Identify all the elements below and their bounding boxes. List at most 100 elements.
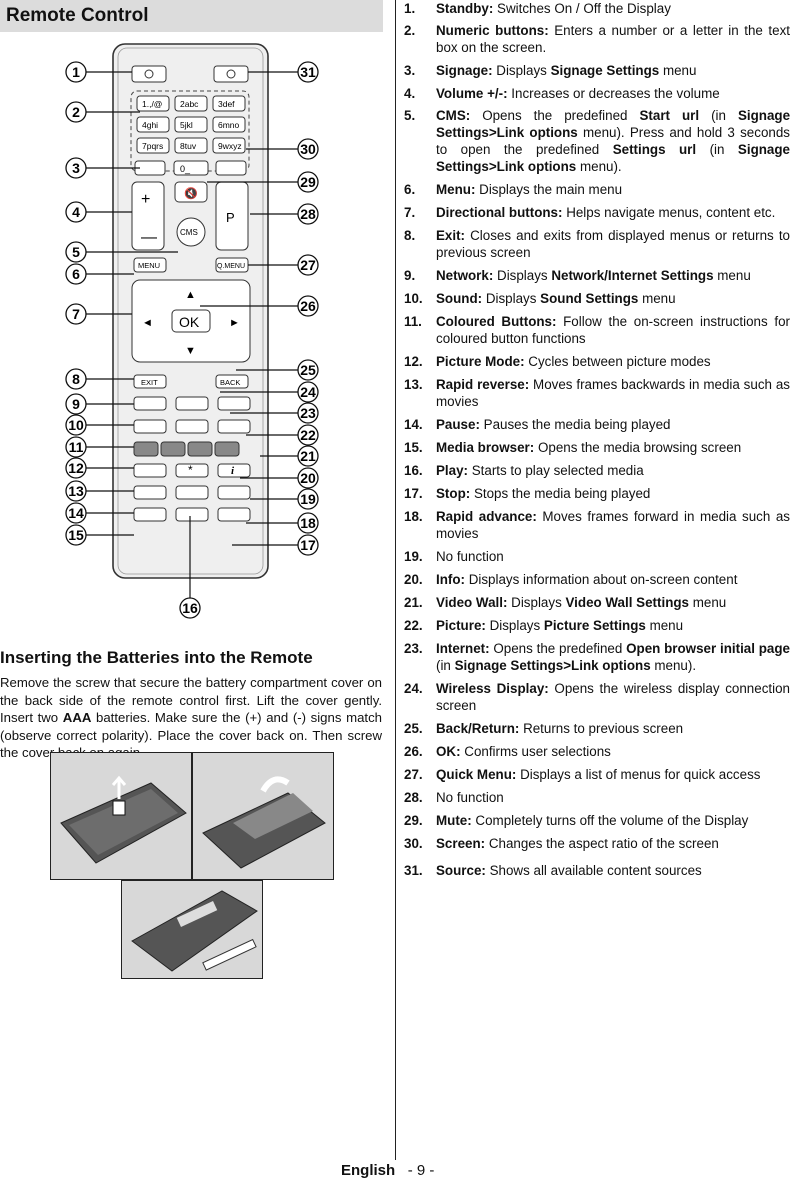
list-item-text: Stop: Stops the media being played — [436, 485, 790, 502]
callout-circle — [297, 534, 319, 556]
list-item-number: 1. — [404, 1, 416, 16]
source-icon — [226, 69, 236, 79]
list-item-segment: Video Wall Settings — [565, 595, 689, 610]
callout-circle — [65, 524, 87, 546]
list-item-segment: Sound: — [436, 291, 483, 306]
list-item-segment: Source: — [436, 863, 486, 878]
list-item-segment: Cycles between picture modes — [524, 354, 711, 369]
function-button — [133, 485, 167, 500]
section-title: Remote Control — [6, 5, 149, 26]
list-item-segment: Open browser initial page — [626, 641, 790, 656]
list-item-number: 17. — [404, 486, 423, 501]
num-key-label: 8tuv — [180, 141, 197, 151]
list-item-text: Source: Shows all available content sour… — [436, 862, 790, 879]
list-item-segment: Shows all available content sources — [485, 863, 702, 878]
info-label: i — [231, 465, 235, 477]
list-item-segment: Displays a list of menus for quick acces… — [516, 767, 761, 782]
callout-number: 22 — [300, 427, 316, 443]
list-item-segment: CMS: — [436, 108, 471, 123]
list-item-segment: Screen: — [436, 836, 486, 851]
list-item-segment: Exit: — [436, 228, 466, 243]
list-item-segment: Standby: — [436, 1, 494, 16]
callout-circle — [65, 101, 87, 123]
list-item-segment: Numeric buttons: — [436, 23, 549, 38]
callout-number: 8 — [72, 371, 80, 387]
num-key-label: 9wxyz — [218, 141, 242, 151]
list-item-number: 5. — [404, 108, 416, 123]
function-button — [133, 419, 167, 434]
list-item-text: Network: Displays Network/Internet Setti… — [436, 267, 790, 284]
function-button — [175, 419, 209, 434]
list-item-number: 24. — [404, 681, 423, 696]
callout-circle — [65, 61, 87, 83]
up-arrow-icon: ▲ — [185, 289, 196, 301]
list-item-text: Signage: Displays Signage Settings menu — [436, 62, 790, 79]
list-item-text: Menu: Displays the main menu — [436, 181, 790, 198]
callout-circle — [297, 467, 319, 489]
callout-number: 2 — [72, 104, 80, 120]
section-header: Remote Control — [0, 0, 383, 32]
list-item-segment: Sound Settings — [540, 291, 639, 306]
callout-number: 31 — [300, 64, 316, 80]
screen-button — [215, 160, 247, 176]
ok-label: OK — [179, 314, 200, 330]
list-item-segment: menu — [689, 595, 727, 610]
list-item-number: 8. — [404, 228, 416, 243]
num-key — [212, 116, 246, 133]
list-item-number: 13. — [404, 377, 423, 392]
list-item-text: Volume +/-: Increases or decreases the v… — [436, 85, 790, 102]
list-item-segment: Starts to play selected media — [468, 463, 644, 478]
list-item-segment: Rapid advance: — [436, 509, 537, 524]
function-button — [217, 485, 251, 500]
column-divider — [395, 0, 396, 1160]
callout-circle — [65, 201, 87, 223]
list-item-segment: Displays — [493, 268, 552, 283]
function-button — [175, 485, 209, 500]
list-item-segment: OK: — [436, 744, 461, 759]
num-key-label: 4ghi — [142, 120, 158, 130]
list-item-segment: Signage: — [436, 63, 493, 78]
callout-circle — [297, 381, 319, 403]
list-item-segment: Menu: — [436, 182, 476, 197]
callout-circle — [65, 303, 87, 325]
batteries-text-2: batteries. Make sure the (+) and (-) sig… — [0, 710, 382, 760]
callout-number: 17 — [300, 537, 316, 553]
callout-circle — [65, 436, 87, 458]
list-item-segment: Displays information about on-screen con… — [465, 572, 738, 587]
list-item-segment: Picture Settings — [543, 618, 646, 633]
volume-minus-icon: — — [141, 229, 157, 246]
callout-number: 15 — [68, 527, 84, 543]
list-item-text: Media browser: Opens the media browsing … — [436, 439, 790, 456]
left-arrow-icon: ◄ — [142, 317, 153, 329]
list-item-number: 30. — [404, 836, 423, 851]
volume-rocker — [131, 181, 165, 251]
list-item-segment: (in — [696, 142, 738, 157]
list-item-segment: Mute: — [436, 813, 472, 828]
callout-number: 20 — [300, 470, 316, 486]
callout-number: 25 — [300, 362, 316, 378]
list-item-segment: menu). — [650, 658, 697, 673]
callout-number: 4 — [72, 204, 80, 220]
list-item-segment: Network/Internet Settings — [551, 268, 714, 283]
list-item-segment: Video Wall: — [436, 595, 508, 610]
coloured-button — [160, 441, 186, 457]
num-key — [136, 95, 170, 112]
coloured-button — [133, 441, 159, 457]
list-item-segment: Enters a number or a letter in the text … — [436, 23, 790, 55]
list-item-text: Video Wall: Displays Video Wall Settings… — [436, 594, 790, 611]
list-item-segment: menu — [659, 63, 697, 78]
footer-language: English — [341, 1162, 396, 1179]
back-label: BACK — [220, 378, 240, 387]
list-item-text: No function — [436, 548, 790, 565]
list-item-segment: menu — [713, 268, 751, 283]
function-button — [133, 396, 167, 411]
function-button — [217, 507, 251, 522]
function-buttons: *i — [133, 396, 251, 522]
battery-photo-2 — [192, 752, 334, 880]
callout-number: 3 — [72, 160, 80, 176]
list-item-segment: Opens the media browsing screen — [534, 440, 742, 455]
list-item-text: No function — [436, 789, 790, 806]
list-item-segment: menu). — [576, 159, 622, 174]
callout-circle — [297, 138, 319, 160]
callout-number: 14 — [68, 505, 84, 521]
